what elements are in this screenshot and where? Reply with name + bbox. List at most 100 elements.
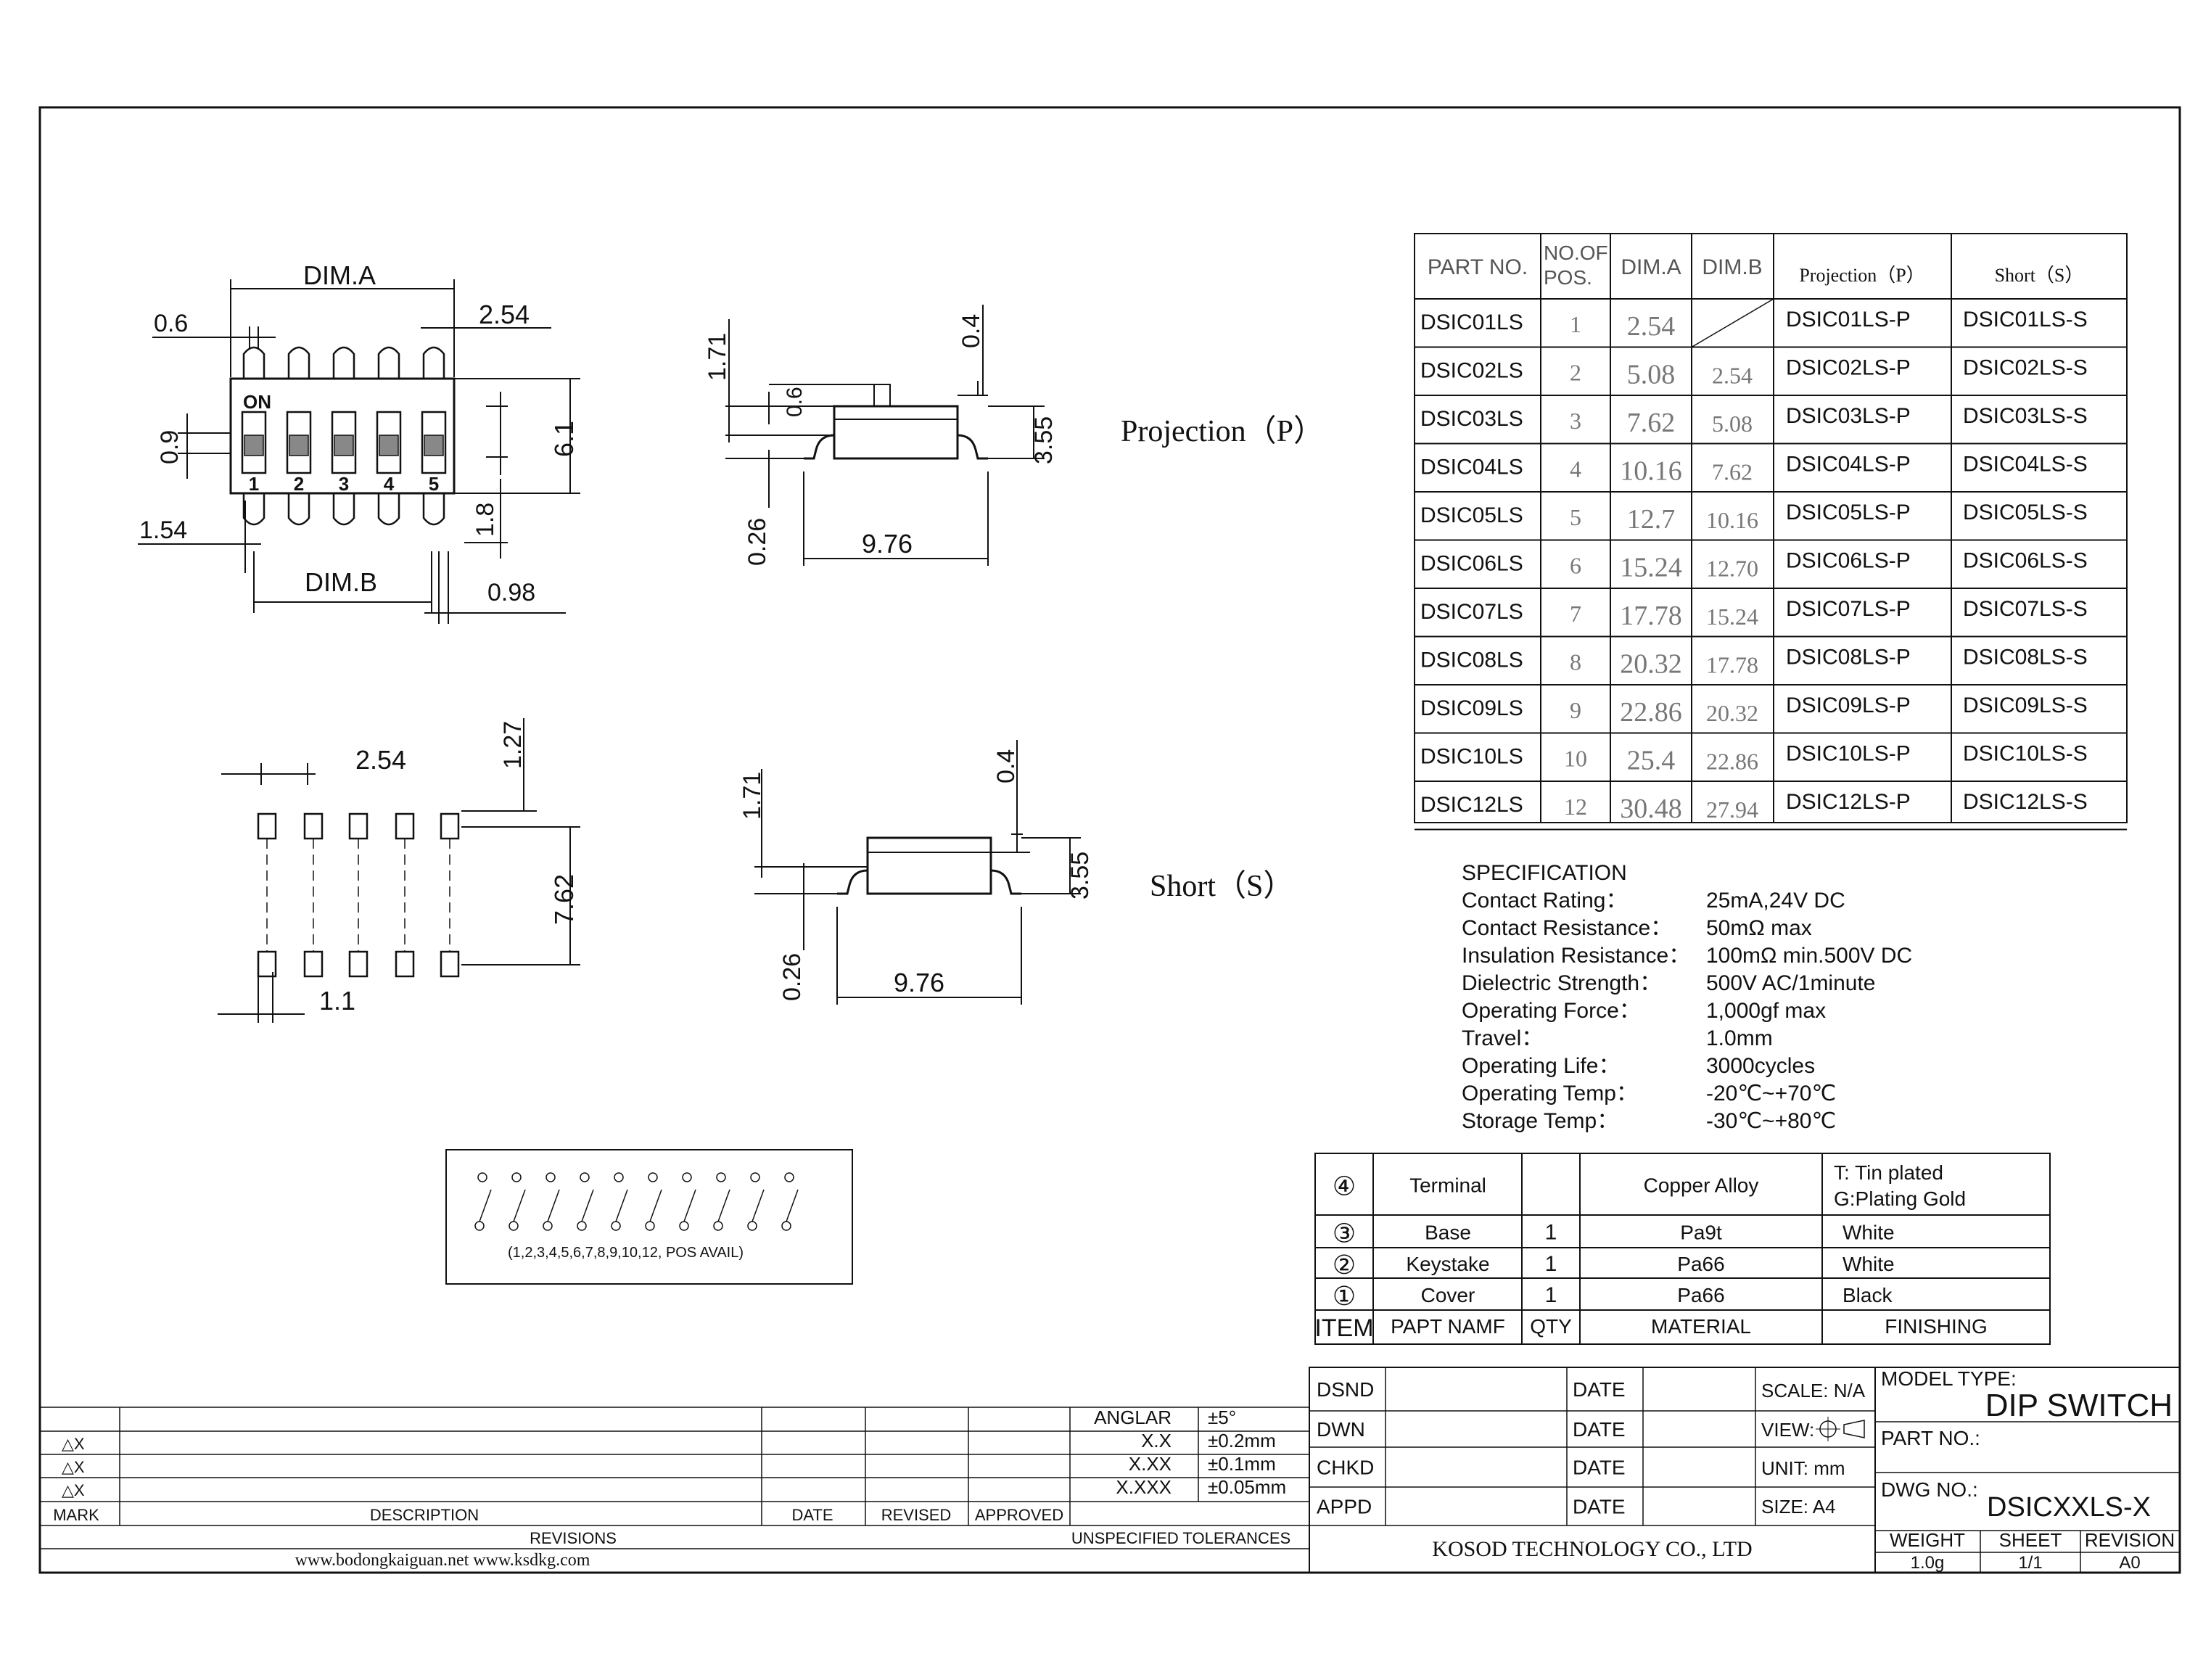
row-dim-a: 5.08 (1627, 360, 1676, 390)
unit-label: UNIT: mm (1761, 1457, 1845, 1479)
dim-7-62: 7.62 (549, 874, 579, 925)
row-projection-part: DSIC08LS-P (1786, 646, 1911, 670)
dim-0-6-p: 0.6 (783, 387, 807, 417)
row-dim-a: 15.24 (1620, 553, 1682, 583)
position-label: 1 (249, 473, 259, 495)
spec-label: Operating Force： (1462, 999, 1641, 1023)
contact-lever (649, 1189, 662, 1222)
row-projection-part: DSIC04LS-P (1786, 453, 1911, 477)
bom-part-name: Keystake (1406, 1253, 1489, 1275)
header-short: Short（S） (1995, 265, 2084, 286)
col-description: DESCRIPTION (370, 1506, 479, 1524)
revision-mark: △X (62, 1435, 85, 1453)
short-side-view: 1.71 0.4 3.55 0.26 9.76 Short（S） (738, 740, 1293, 1005)
tolerance-key: X.XXX (1116, 1476, 1172, 1498)
bom-material: Pa66 (1677, 1284, 1724, 1306)
contact-bottom (509, 1221, 519, 1231)
role-label: DSND (1317, 1378, 1374, 1401)
spec-value: 25mA,24V DC (1706, 889, 1845, 913)
scale-label: SCALE: N/A (1761, 1380, 1866, 1401)
row-dim-a: 17.78 (1620, 601, 1682, 631)
top-pin (242, 346, 265, 379)
dim-0-4-s: 0.4 (992, 749, 1020, 783)
dim-0-98: 0.98 (487, 579, 535, 606)
row-dim-a: 25.4 (1627, 746, 1676, 776)
spec-value: 100mΩ min.500V DC (1706, 944, 1912, 968)
dim-0-4-p: 0.4 (958, 314, 985, 348)
contact-bottom (679, 1221, 689, 1231)
bottom-pin (422, 493, 445, 526)
top-pin (377, 346, 400, 379)
contact-top (511, 1172, 522, 1182)
date-label: DATE (1573, 1496, 1626, 1518)
row-dim-b: 2.54 (1712, 363, 1753, 389)
bom-qty: 1 (1545, 1283, 1557, 1307)
spec-label: Insulation Resistance： (1462, 944, 1690, 968)
weight-label: WEIGHT (1890, 1529, 1965, 1551)
bottom-pin (287, 493, 310, 526)
dim-2-54-top: 2.54 (479, 300, 530, 329)
tolerances-footer: UNSPECIFIED TOLERANCES (1071, 1529, 1290, 1547)
row-dim-b: 12.70 (1706, 556, 1758, 582)
spec-label: Operating Temp： (1462, 1082, 1638, 1105)
dim-0-26-s: 0.26 (778, 953, 806, 1001)
bom-finishing: G:Plating Gold (1834, 1187, 1966, 1210)
spec-value: 1.0mm (1706, 1026, 1773, 1050)
bom-finishing: T: Tin plated (1834, 1161, 1943, 1184)
pcb-pad-bottom (395, 950, 415, 978)
row-pos: 5 (1570, 504, 1581, 530)
row-dim-b: 7.62 (1712, 459, 1753, 485)
row-projection-part: DSIC07LS-P (1786, 597, 1911, 621)
row-part-no: DSIC08LS (1420, 648, 1523, 672)
sheet-value: 1/1 (2018, 1553, 2042, 1573)
top-pin (422, 346, 445, 379)
dim-0-6: 0.6 (154, 310, 188, 337)
dim-1-54: 1.54 (139, 516, 187, 544)
projection-title: Projection（P） (1121, 415, 1324, 448)
position-label: 5 (429, 473, 439, 495)
contact-top (682, 1172, 692, 1182)
header-dim-b: DIM.B (1702, 255, 1762, 279)
row-part-no: DSIC05LS (1420, 503, 1523, 527)
switch-slot (376, 411, 402, 474)
row-dim-a: 7.62 (1627, 408, 1676, 438)
row-pos: 7 (1570, 601, 1581, 627)
row-dim-a: 10.16 (1620, 456, 1682, 487)
row-dim-a: 2.54 (1627, 311, 1676, 342)
pcb-pad-top (303, 812, 324, 840)
contact-bottom (645, 1221, 655, 1231)
dim-1-8: 1.8 (472, 503, 499, 537)
row-part-no: DSIC01LS (1420, 310, 1523, 334)
header-pos: NO.OF (1544, 242, 1608, 264)
contact-lever (717, 1189, 730, 1222)
size-label: SIZE: A4 (1761, 1496, 1836, 1518)
top-pin (332, 346, 355, 379)
short-title: Short（S） (1150, 870, 1293, 903)
switch-slot (421, 411, 447, 474)
row-short-part: DSIC01LS-S (1963, 308, 2088, 332)
row-pos: 9 (1570, 697, 1581, 723)
spec-value: 500V AC/1minute (1706, 971, 1875, 995)
dwg-no: DSICXXLS-X (1987, 1492, 2151, 1523)
contact-top (545, 1172, 556, 1182)
row-short-part: DSIC04LS-S (1963, 453, 2088, 477)
row-projection-part: DSIC06LS-P (1786, 549, 1911, 573)
tolerance-value: ±0.1mm (1208, 1453, 1276, 1475)
row-projection-part: DSIC05LS-P (1786, 501, 1911, 524)
row-projection-part: DSIC03LS-P (1786, 404, 1911, 428)
bom-item: ③ (1333, 1219, 1356, 1248)
spec-value: -20℃~+70℃ (1706, 1082, 1836, 1105)
tolerance-value: ±0.05mm (1208, 1476, 1286, 1498)
position-label: 3 (339, 473, 349, 495)
bottom-pin (332, 493, 355, 526)
switch-slot (241, 411, 267, 474)
row-dim-b: 5.08 (1712, 411, 1753, 437)
dim-0-9: 0.9 (156, 430, 184, 464)
row-short-part: DSIC07LS-S (1963, 597, 2088, 621)
row-dim-b: 15.24 (1706, 604, 1758, 630)
contact-bottom (747, 1221, 757, 1231)
row-pos: 4 (1570, 456, 1581, 482)
header-projection: Projection（P） (1799, 265, 1924, 286)
spec-label: Travel： (1462, 1026, 1543, 1050)
